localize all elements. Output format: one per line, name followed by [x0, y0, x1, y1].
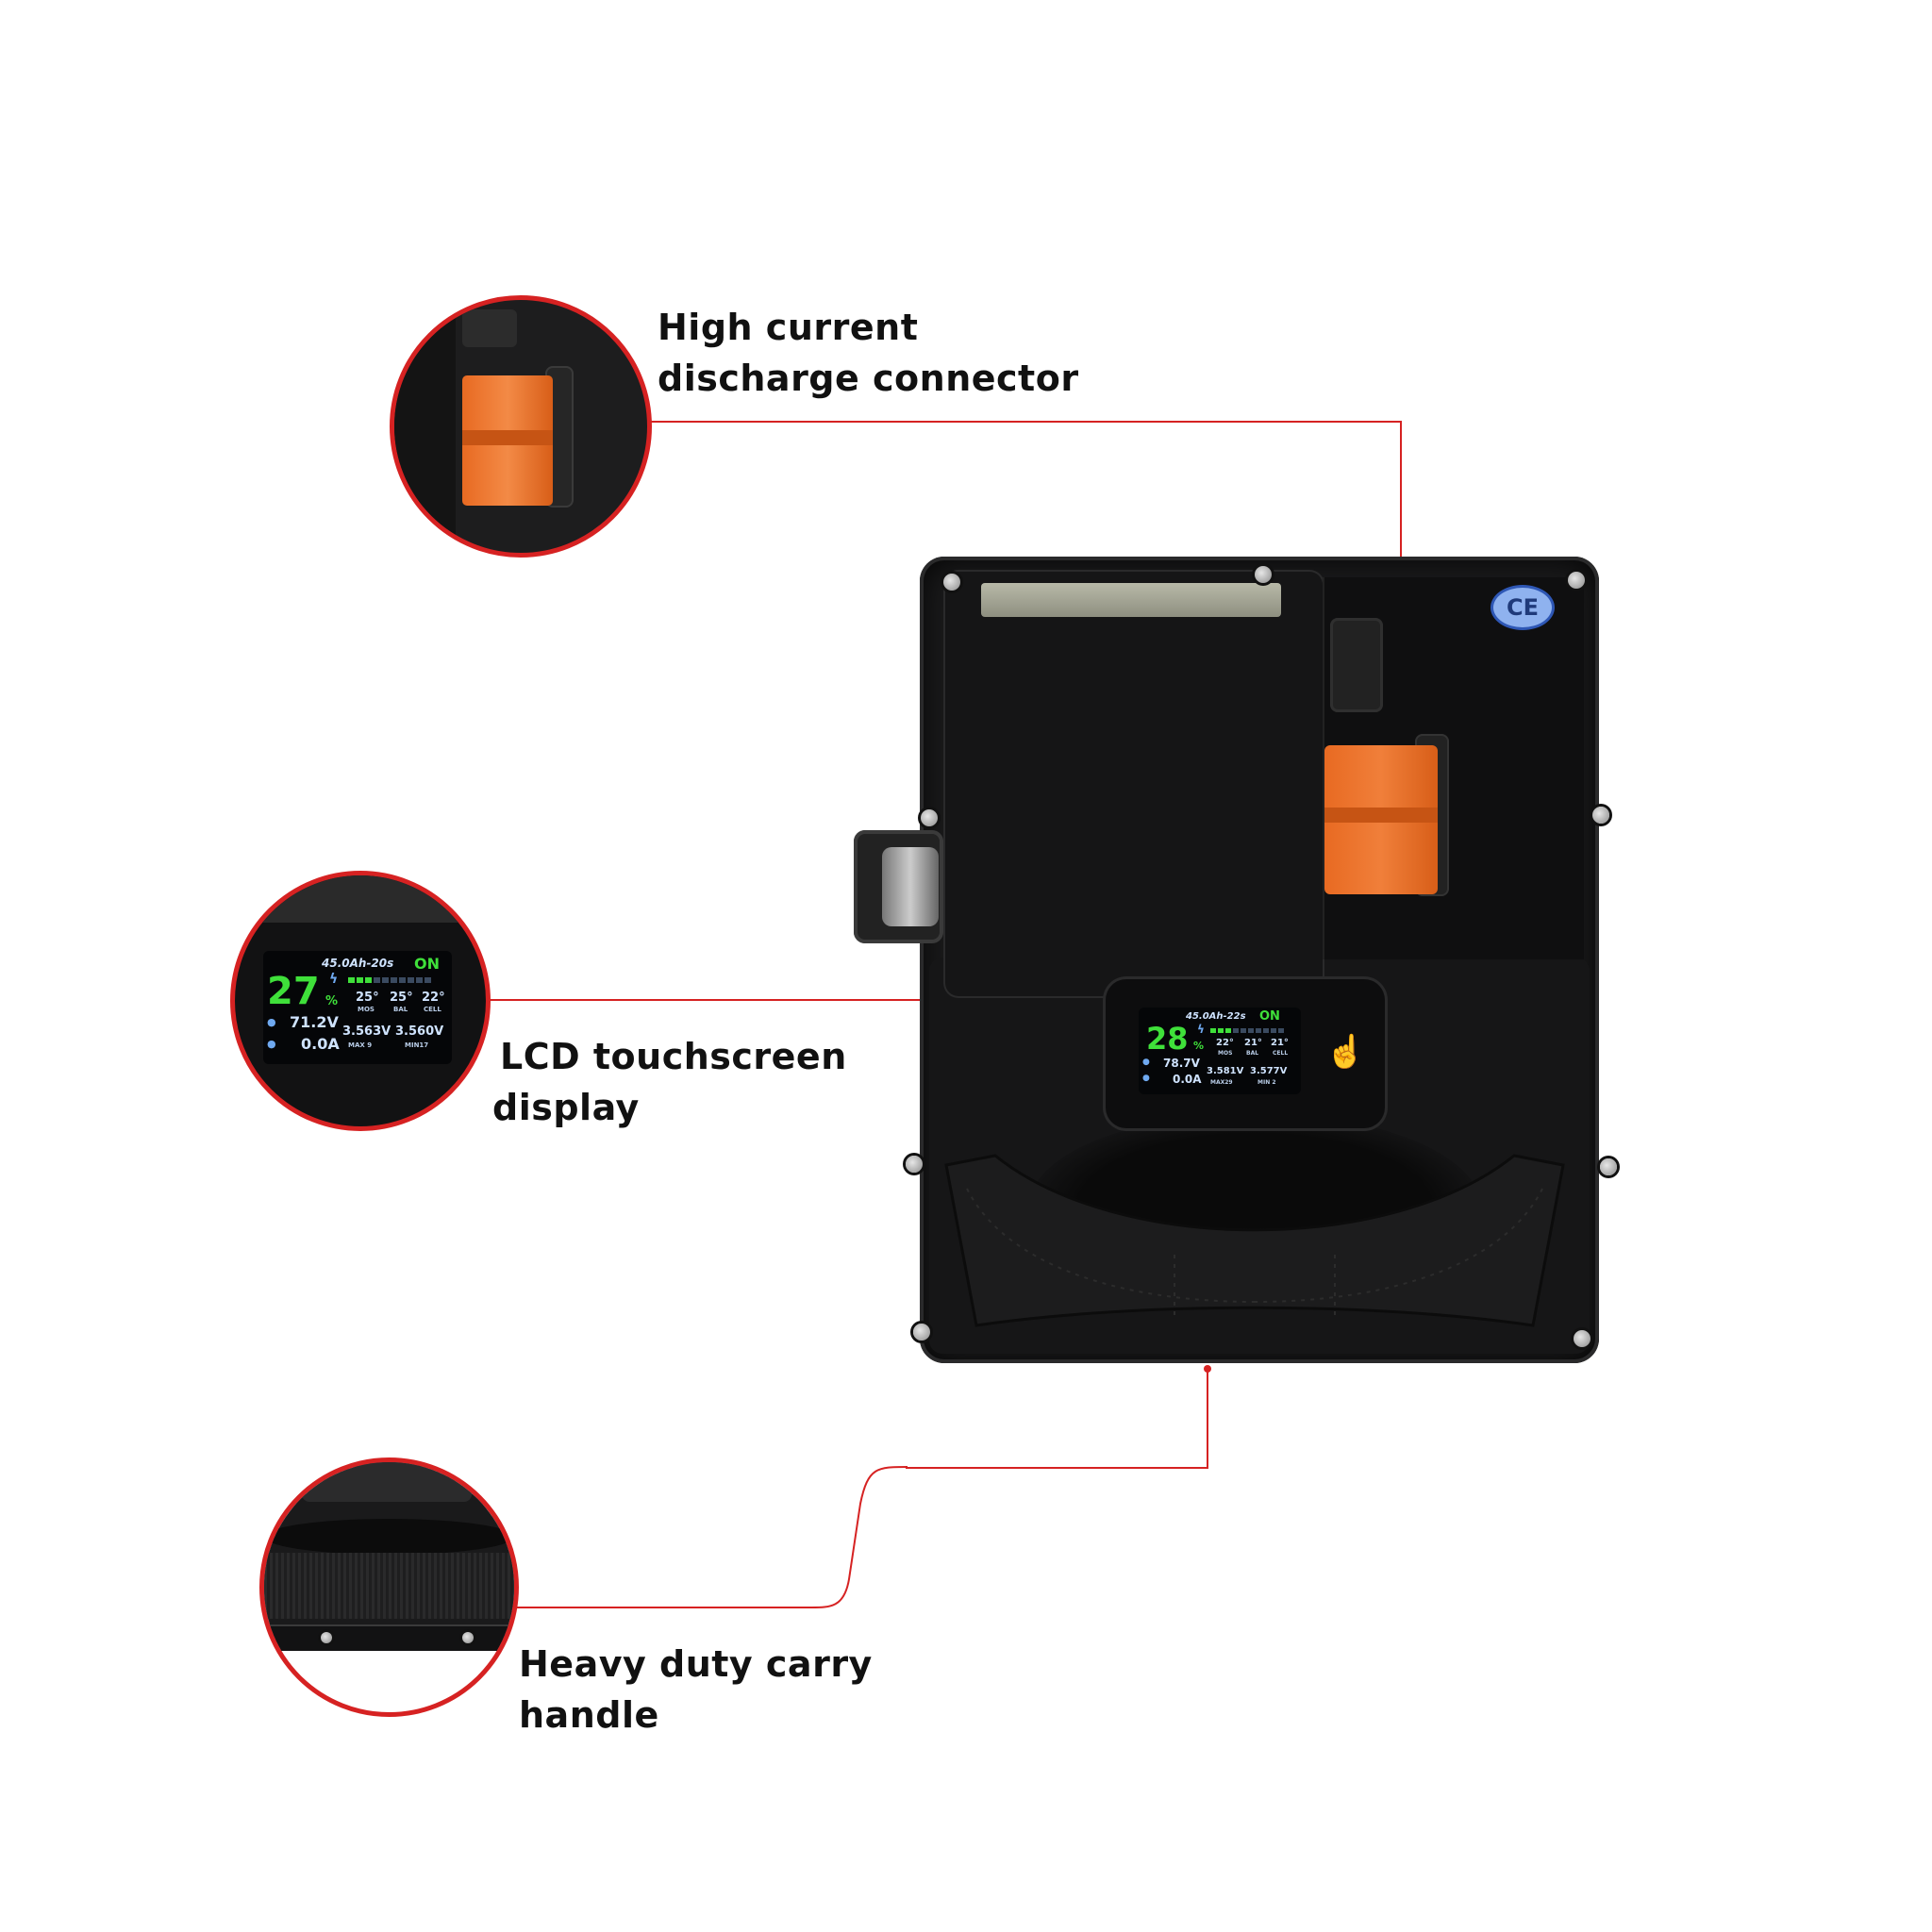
lcd-temp-mos: 22°	[1216, 1038, 1234, 1048]
lcd-soc-bar	[1210, 1028, 1284, 1033]
lcd-cell-min: 3.577V	[1250, 1066, 1288, 1076]
leader-line-handle-h2	[517, 1607, 813, 1608]
callout-lcd-temp-bal: 25°	[390, 991, 413, 1005]
leader-line-handle-v	[1207, 1368, 1208, 1468]
callout-lcd-soc-percent: 27	[267, 970, 320, 1013]
label-lcd-display: LCD touchscreen display	[492, 1036, 847, 1128]
callout-zoom-discharge-connector	[390, 295, 652, 558]
leader-curve-handle	[811, 1466, 908, 1608]
screw-icon	[906, 1156, 923, 1173]
leader-line-handle-h1	[906, 1467, 1208, 1469]
callout-zoom-carry-handle	[259, 1457, 519, 1717]
callout-lcd-cell-min-label: MIN17	[405, 1041, 429, 1049]
lcd-current: 0.0A	[1173, 1073, 1202, 1086]
screw-icon	[1592, 807, 1609, 824]
lcd-cell-max: 3.581V	[1207, 1066, 1244, 1076]
lcd-temp-cell: 21°	[1271, 1038, 1289, 1048]
callout-lcd-status: ON	[414, 955, 440, 973]
callout-lcd-temp-mos-label: MOS	[358, 1006, 375, 1013]
lcd-temp-cell-label: CELL	[1273, 1050, 1289, 1057]
callout-lcd-cell-max: 3.563V	[342, 1024, 391, 1039]
screw-icon	[462, 1632, 474, 1643]
lcd-soc-percent: 28	[1146, 1021, 1189, 1057]
callout-lcd-temp-cell-label: CELL	[424, 1006, 441, 1013]
current-icon: ●	[1142, 1074, 1150, 1083]
lcd-temp-mos-label: MOS	[1218, 1050, 1233, 1057]
ce-mark-icon: CE	[1491, 585, 1555, 630]
screw-icon	[321, 1632, 332, 1643]
callout-lcd-pack-voltage: 71.2V	[290, 1013, 339, 1031]
callout-lcd-temp-bal-label: BAL	[393, 1006, 408, 1013]
voltage-icon: ●	[267, 1016, 276, 1028]
screw-icon	[913, 1324, 930, 1341]
lcd-capacity-config: 45.0Ah-22s	[1186, 1011, 1246, 1022]
label-carry-handle: Heavy duty carry handle	[519, 1643, 873, 1736]
screw-icon	[1600, 1158, 1617, 1175]
touch-hand-icon: ☝	[1325, 1034, 1366, 1070]
lcd-percent-sign: %	[1193, 1040, 1205, 1052]
callout-lcd-soc-bar	[348, 977, 431, 983]
lcd-pack-voltage: 78.7V	[1163, 1057, 1200, 1070]
lcd-status: ON	[1259, 1009, 1280, 1024]
callout-lcd-temp-mos: 25°	[356, 991, 379, 1005]
label-discharge-connector: High current discharge connector	[658, 307, 1079, 399]
lightning-icon: ϟ	[329, 972, 339, 987]
lcd-temp-bal: 21°	[1244, 1038, 1262, 1048]
callout-lcd-current: 0.0A	[301, 1035, 340, 1053]
main-lcd-screen[interactable]: 45.0Ah-22s ON 28 % ϟ 22° 21° 21° MOS BAL…	[1139, 1008, 1301, 1094]
lcd-cell-min-label: MIN 2	[1257, 1079, 1276, 1086]
lcd-cell-max-label: MAX29	[1210, 1079, 1233, 1086]
lcd-temp-bal-label: BAL	[1246, 1050, 1259, 1057]
leader-line-connector-h	[651, 421, 1402, 423]
callout-lcd-cell-min: 3.560V	[395, 1024, 444, 1039]
callout-lcd-percent-sign: %	[325, 994, 339, 1008]
screw-icon	[1255, 566, 1272, 583]
charge-port[interactable]	[854, 830, 943, 943]
screw-icon	[1574, 1330, 1591, 1347]
callout-lcd-cell-max-label: MAX 9	[348, 1041, 373, 1049]
nameplate	[981, 583, 1281, 617]
carry-strap[interactable]	[929, 1113, 1580, 1330]
screw-icon	[921, 809, 938, 826]
callout-lcd-capacity-config: 45.0Ah-20s	[322, 957, 394, 970]
leader-line-lcd	[489, 999, 1136, 1001]
callout-lcd-temp-cell: 22°	[422, 991, 445, 1005]
current-icon: ●	[267, 1038, 276, 1050]
voltage-icon: ●	[1142, 1058, 1150, 1067]
cable-gland	[1330, 618, 1383, 712]
battery-top-enclosure	[945, 572, 1323, 996]
screw-icon	[943, 574, 960, 591]
screw-icon	[1568, 572, 1585, 589]
discharge-connector[interactable]	[1324, 745, 1438, 894]
callout-zoom-lcd-display: 45.0Ah-20s ON 27 % ϟ 25° 25° 22° MOS BAL…	[230, 871, 491, 1131]
lightning-icon: ϟ	[1197, 1023, 1205, 1036]
